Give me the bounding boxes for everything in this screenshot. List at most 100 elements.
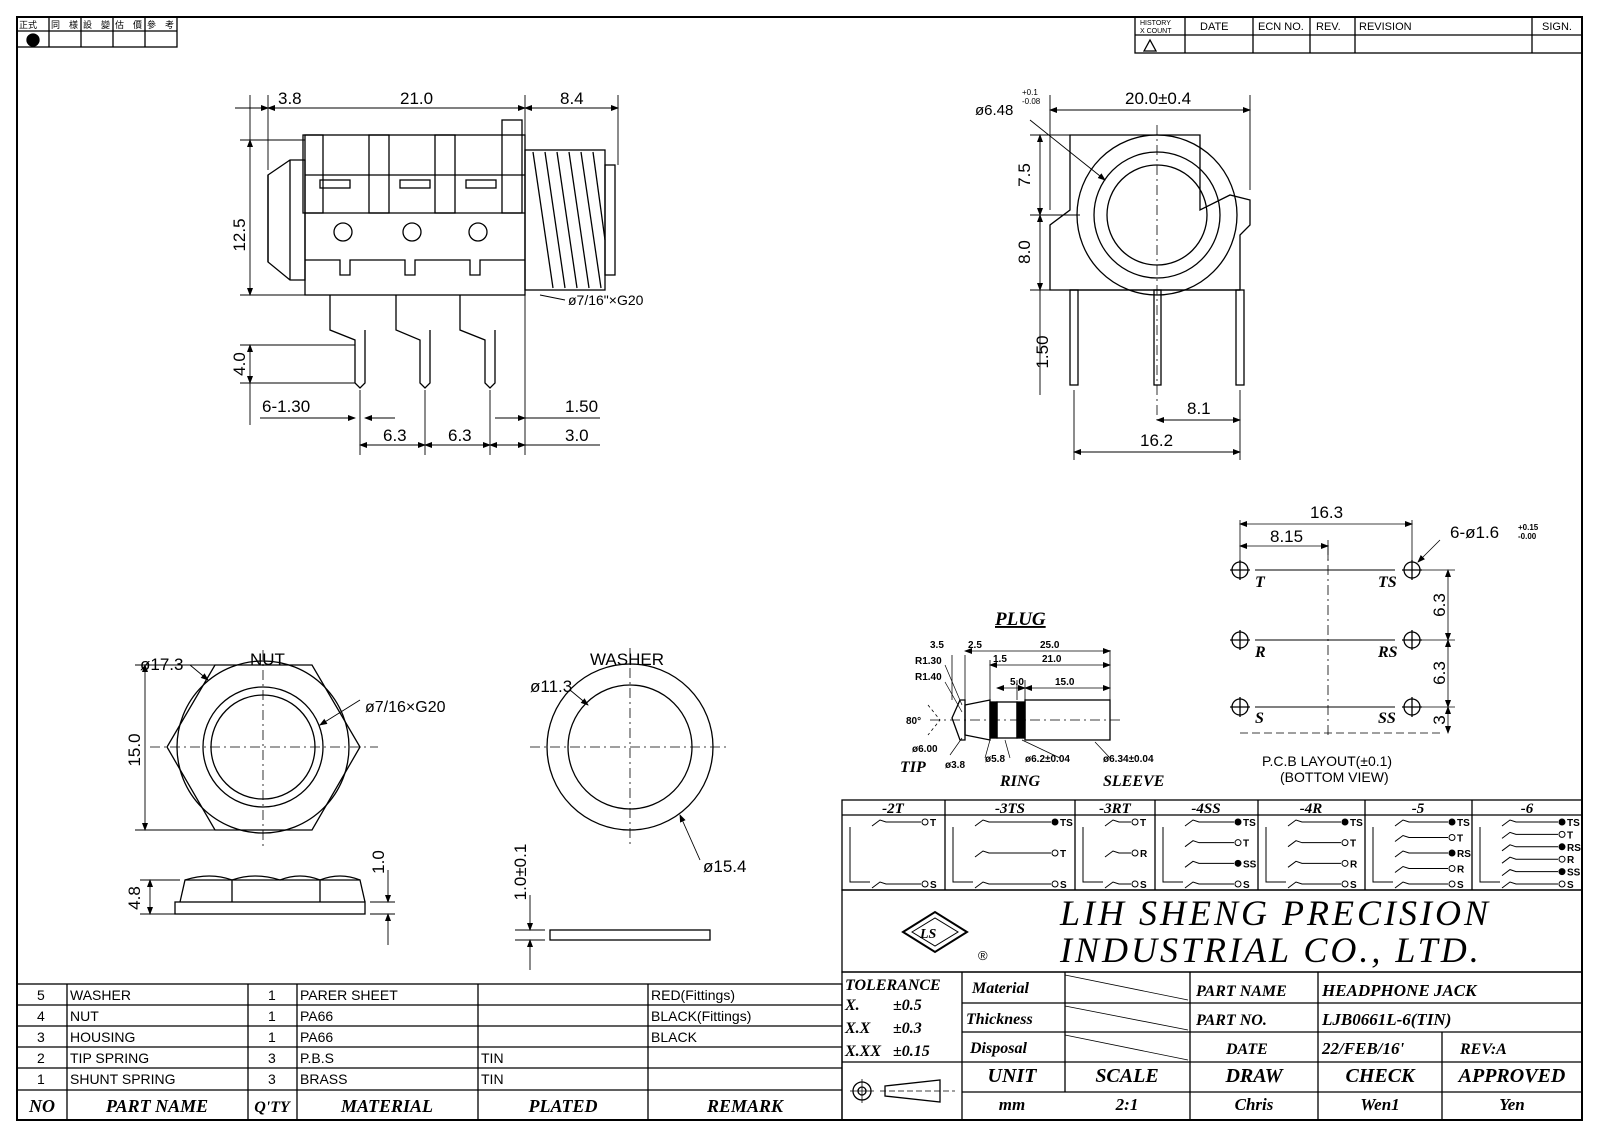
tb-tol-val: ±0.5 — [893, 997, 922, 1014]
schematic-terminal — [1558, 880, 1566, 888]
pcb-hole — [1230, 630, 1250, 650]
dim-text: 1.0 — [369, 850, 388, 874]
company-name: LS ® LIH SHENG PRECISION INDUSTRIAL CO.,… — [919, 893, 1491, 970]
schematic-pin-label: R — [1350, 859, 1358, 870]
dim-text: 8.0 — [1015, 240, 1034, 264]
dim-text: ø11.3 — [530, 677, 572, 696]
tb-unit-val: mm — [999, 1095, 1025, 1114]
bom-cell: 2 — [37, 1050, 45, 1066]
approval-label: 參 考 — [147, 19, 174, 30]
bom-cell: SHUNT SPRING — [70, 1071, 176, 1087]
dim-text: ø17.3 — [140, 655, 183, 674]
pcb-caption: P.C.B LAYOUT(±0.1) — [1262, 753, 1392, 769]
bom-cell: BLACK(Fittings) — [651, 1008, 751, 1024]
schematic-pin-label: S — [1060, 880, 1067, 891]
schematic-terminal — [1051, 818, 1059, 826]
dim-text: 16.2 — [1140, 431, 1173, 450]
title-block-text: TOLERANCE X. ±0.5 X.X ±0.3 X.XX ±0.15 Ma… — [844, 977, 1565, 1114]
bom-cell: BRASS — [300, 1071, 347, 1087]
tb-scale-key: SCALE — [1095, 1065, 1158, 1087]
tol-minus: -0.00 — [1518, 532, 1537, 541]
schematic-contact — [1287, 819, 1341, 827]
bom-cell: WASHER — [70, 987, 131, 1003]
bom-cell: TIN — [481, 1050, 504, 1066]
schematic-pin-label: T — [1243, 839, 1249, 850]
bom-cell: NUT — [70, 1008, 99, 1024]
thread-label: ø7/16"×G20 — [568, 292, 644, 308]
schematic-terminal — [1234, 880, 1242, 888]
tb-disposal: Disposal — [969, 1040, 1027, 1057]
tol-minus: -0.08 — [1022, 97, 1041, 106]
tb-date-key: DATE — [1225, 1041, 1268, 1058]
schematic-pin-label: R — [1457, 865, 1465, 876]
variant-schematics — [849, 818, 1566, 889]
bom-cell: 1 — [268, 987, 276, 1003]
bom-header: MATERIAL — [340, 1096, 433, 1116]
schematic-terminal — [1448, 834, 1456, 841]
rev-xcount: X COUNT — [1140, 28, 1172, 35]
revision-block — [1134, 16, 1583, 54]
schematic-pin-label: SS — [1567, 868, 1581, 879]
tb-tol-val: ±0.15 — [893, 1043, 930, 1060]
bom-cell: 1 — [268, 1029, 276, 1045]
pcb-layout — [1230, 520, 1455, 735]
schematic-pin-label: T — [1060, 849, 1066, 860]
schematic-terminal — [1051, 849, 1059, 857]
schematic-terminal — [1341, 839, 1349, 847]
bom-cell: TIN — [481, 1071, 504, 1087]
bom-cell: BLACK — [651, 1029, 698, 1045]
washer-labels: WASHER ø11.3 ø15.4 1.0±0.1 — [511, 650, 746, 900]
schematic-terminal — [1341, 859, 1349, 867]
dim-text: 6.3 — [383, 426, 407, 445]
schematic-sleeve — [1479, 827, 1500, 883]
tb-draw-val: Chris — [1235, 1095, 1274, 1114]
nut-title: NUT — [250, 650, 285, 669]
schematic-contact — [1501, 831, 1558, 839]
schematic-pin-label: S — [1567, 880, 1574, 891]
company-line2: INDUSTRIAL CO., LTD. — [1059, 930, 1482, 970]
dim-text: 6.3 — [1430, 593, 1449, 617]
tb-tol-val: ±0.3 — [893, 1020, 922, 1037]
pcb-hole — [1402, 630, 1422, 650]
variant-name: -6 — [1521, 801, 1534, 817]
plug-dim: ø6.34±0.04 — [1103, 754, 1154, 765]
schematic-pin-label: TS — [1457, 818, 1470, 829]
side-view — [235, 95, 619, 455]
bom-cell: 1 — [268, 1008, 276, 1024]
schematic-contact — [974, 819, 1051, 827]
schematic-pin-label: T — [1140, 818, 1146, 829]
approval-label: 同 様 — [51, 19, 78, 30]
schematic-sleeve — [1162, 827, 1183, 883]
schematic-terminal — [1234, 859, 1242, 867]
schematic-pin-label: TS — [1350, 818, 1363, 829]
bom-cell: 3 — [37, 1029, 45, 1045]
company-line1: LIH SHENG PRECISION — [1059, 893, 1491, 933]
schematic-terminal — [1131, 880, 1139, 888]
bom-cell: RED(Fittings) — [651, 987, 735, 1003]
bom-cell: 3 — [268, 1071, 276, 1087]
dim-text: ø7/16×G20 — [365, 699, 446, 716]
front-view — [1029, 95, 1251, 460]
rev-date: DATE — [1200, 21, 1229, 33]
pin-label: TS — [1378, 574, 1397, 591]
logo-lettering: LS — [919, 927, 937, 942]
schematic-pin-label: TS — [1567, 818, 1580, 829]
schematic-contact — [1501, 869, 1558, 876]
dim-text: 3.8 — [278, 89, 302, 108]
schematic-contact — [1394, 865, 1448, 873]
dim-text: 6-ø1.6 — [1450, 523, 1499, 542]
schematic-terminal — [1558, 830, 1566, 838]
plug-labels: PLUG 3.5 2.5 25.0 1.5 21.0 5.0 15.0 R1.3… — [900, 609, 1164, 790]
tb-tol-key: X. — [844, 997, 860, 1014]
schematic-terminal — [1558, 855, 1566, 863]
schematic-contact — [1394, 834, 1448, 842]
hole-dim: ø6.48 — [975, 102, 1013, 119]
schematic-pin-label: R — [1140, 849, 1148, 860]
tb-partno-val: LJB0661L-6(TIN) — [1321, 1010, 1451, 1029]
dim-text: ø15.4 — [703, 857, 746, 876]
bom-header: PART NAME — [105, 1096, 208, 1116]
rev-sign: SIGN. — [1542, 21, 1572, 33]
plug-dim: 2.5 — [968, 640, 982, 651]
plug-tip-label: TIP — [900, 759, 926, 776]
